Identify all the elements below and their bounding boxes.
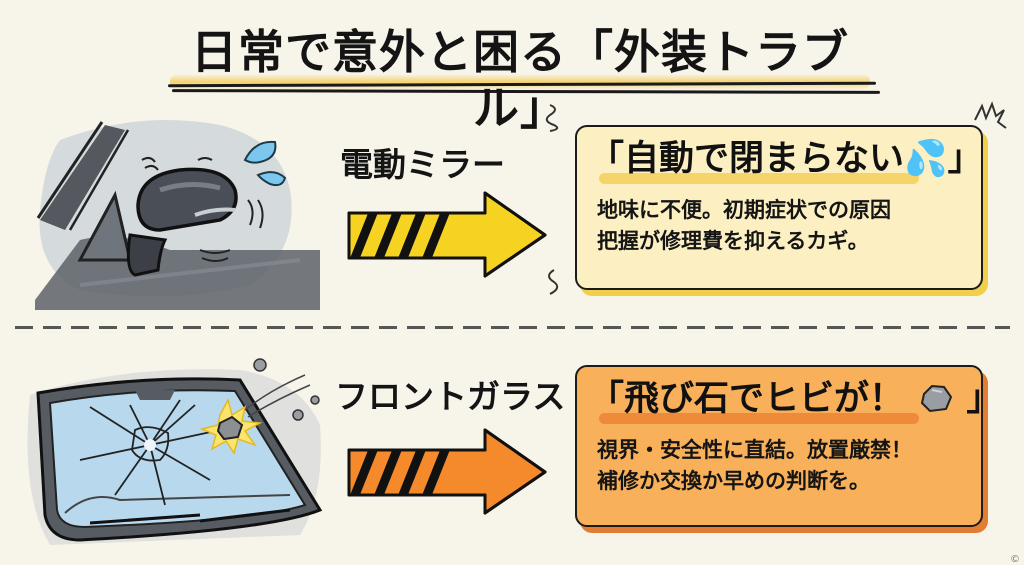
- card-headline: 「自動で閉まらない💦」: [589, 139, 983, 179]
- headline-highlight: [599, 173, 919, 184]
- cracked-windshield-illustration: [27, 358, 323, 545]
- watermark: ©: [1010, 554, 1020, 565]
- alert-scribble-icon: [974, 101, 1007, 129]
- alert-scribble-icon: [545, 104, 559, 132]
- card-body: 視界・安全性に直結。放置厳禁！ 補修か交換か早めの判断を。: [597, 438, 912, 493]
- section-label-mirror: 電動ミラー: [340, 145, 505, 184]
- arrow-right-icon: [347, 428, 547, 515]
- arrow-right-icon: [347, 191, 547, 278]
- title-block: 日常で意外と困る「外装トラブル」: [160, 20, 881, 135]
- side-mirror-illustration: [35, 120, 320, 310]
- card-body: 地味に不便。初期症状での原因 把握が修理費を抑えるカギ。: [597, 198, 891, 253]
- info-card-windshield: 「飛び石でヒビが！ 」 視界・安全性に直結。放置厳禁！ 補修か交換か早めの判断を…: [575, 365, 1001, 527]
- page-title: 日常で意外と困る「外装トラブル」: [191, 25, 849, 135]
- info-card-mirror: 「自動で閉まらない💦」 地味に不便。初期症状での原因 把握が修理費を抑えるカギ。: [575, 125, 983, 290]
- section-label-windshield: フロントガラス: [335, 377, 566, 416]
- rock-icon: [921, 384, 953, 413]
- section-divider: [15, 326, 1010, 329]
- card-headline: 「飛び石でヒビが！ 」: [589, 379, 1002, 419]
- alert-scribble-icon: [548, 269, 559, 295]
- headline-highlight: [599, 413, 919, 424]
